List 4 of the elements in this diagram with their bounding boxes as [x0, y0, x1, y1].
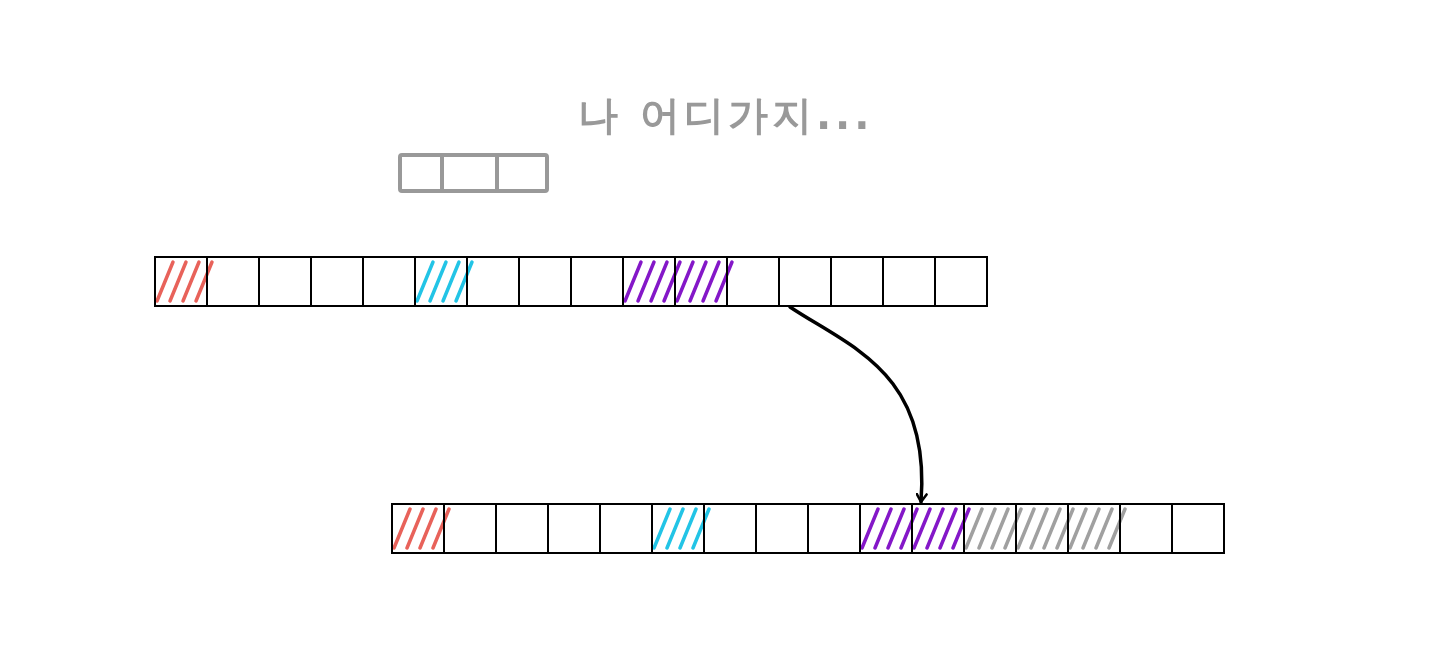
memory-array-drawing	[154, 256, 988, 307]
memory-array-drawing	[391, 503, 1225, 554]
handwritten-note: 나 어디가지...	[578, 91, 874, 140]
curved-arrow	[788, 305, 928, 504]
